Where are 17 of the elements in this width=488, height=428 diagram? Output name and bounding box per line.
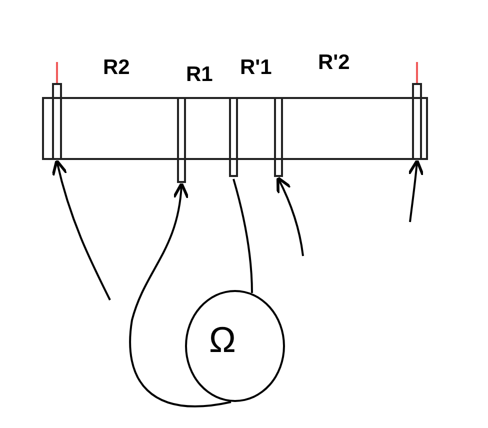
line [232, 178, 253, 294]
ring-bar [177, 97, 186, 183]
ring-bar [412, 83, 422, 160]
shaft-bar [42, 97, 428, 160]
ring-bar [229, 97, 238, 177]
arrow [407, 159, 424, 222]
part-label: R'2 [318, 51, 350, 75]
arrow [52, 159, 111, 300]
spiral-circle [185, 290, 285, 402]
ring-bar [274, 97, 283, 177]
ring-bar [52, 83, 62, 160]
part-label: R2 [103, 56, 130, 80]
part-label: R'1 [240, 56, 272, 80]
arrow [276, 176, 304, 256]
part-label: R1 [186, 63, 213, 87]
omega-symbol: Ω [209, 320, 236, 360]
arrow [129, 182, 232, 408]
